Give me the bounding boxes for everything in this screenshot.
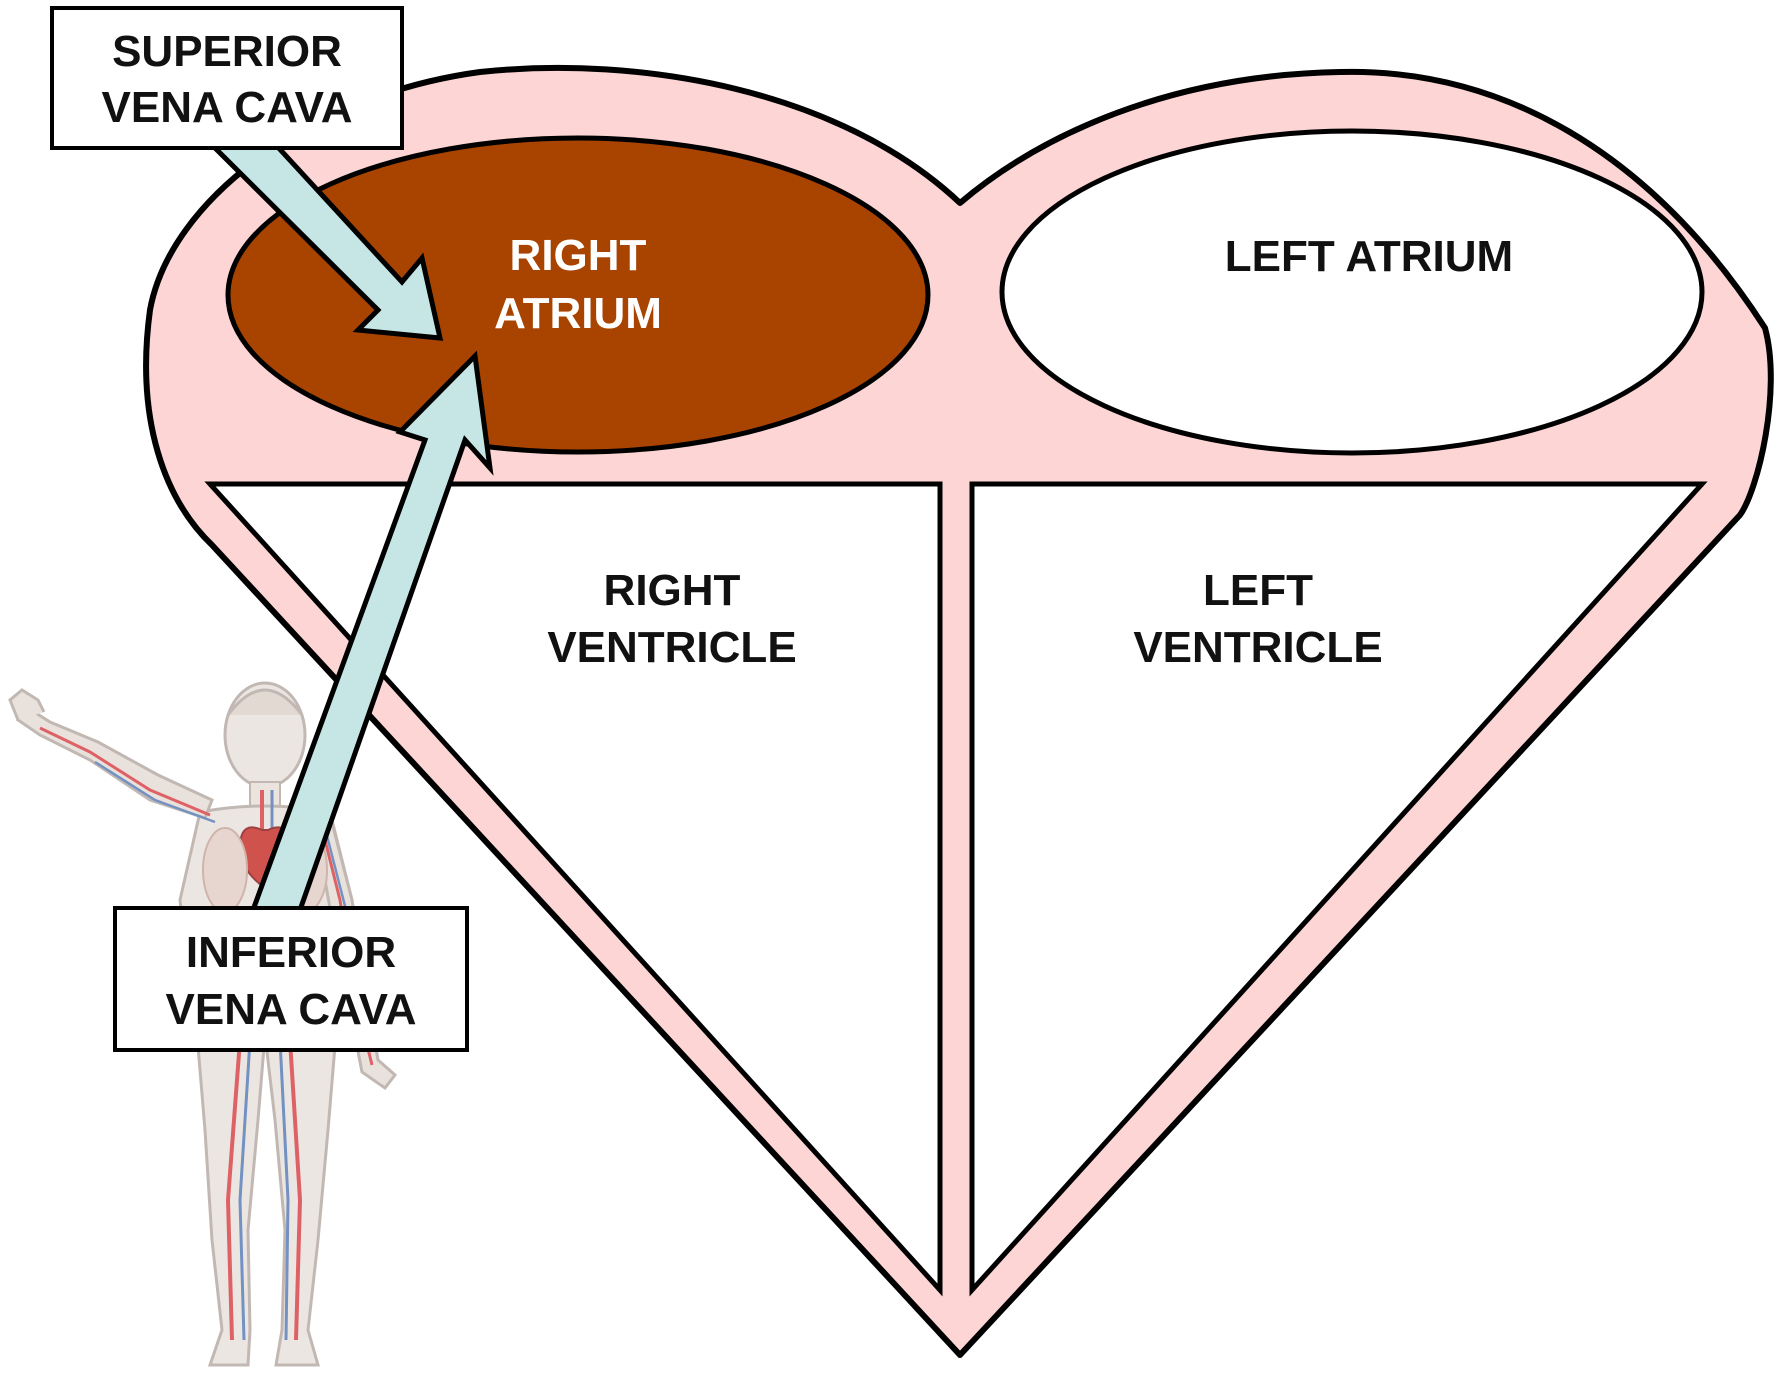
left-atrium: [1002, 131, 1702, 453]
inferior-line1: INFERIOR: [186, 928, 396, 977]
left-atrium-label: LEFT ATRIUM: [1225, 232, 1513, 281]
inferior-line2: VENA CAVA: [166, 985, 417, 1034]
right-atrium-label-line1: RIGHT: [510, 231, 647, 280]
right-ventricle-label-line2: VENTRICLE: [547, 623, 796, 672]
inferior-vena-cava-label: INFERIOR VENA CAVA: [115, 908, 467, 1050]
left-ventricle-label-line2: VENTRICLE: [1133, 623, 1382, 672]
superior-line2: VENA CAVA: [102, 83, 353, 132]
right-ventricle-label-line1: RIGHT: [604, 566, 741, 615]
superior-line1: SUPERIOR: [112, 27, 342, 76]
right-atrium-label-line2: ATRIUM: [494, 289, 662, 338]
left-ventricle: [972, 484, 1702, 1290]
left-ventricle-label-line1: LEFT: [1203, 566, 1313, 615]
superior-vena-cava-label: SUPERIOR VENA CAVA: [52, 8, 402, 148]
